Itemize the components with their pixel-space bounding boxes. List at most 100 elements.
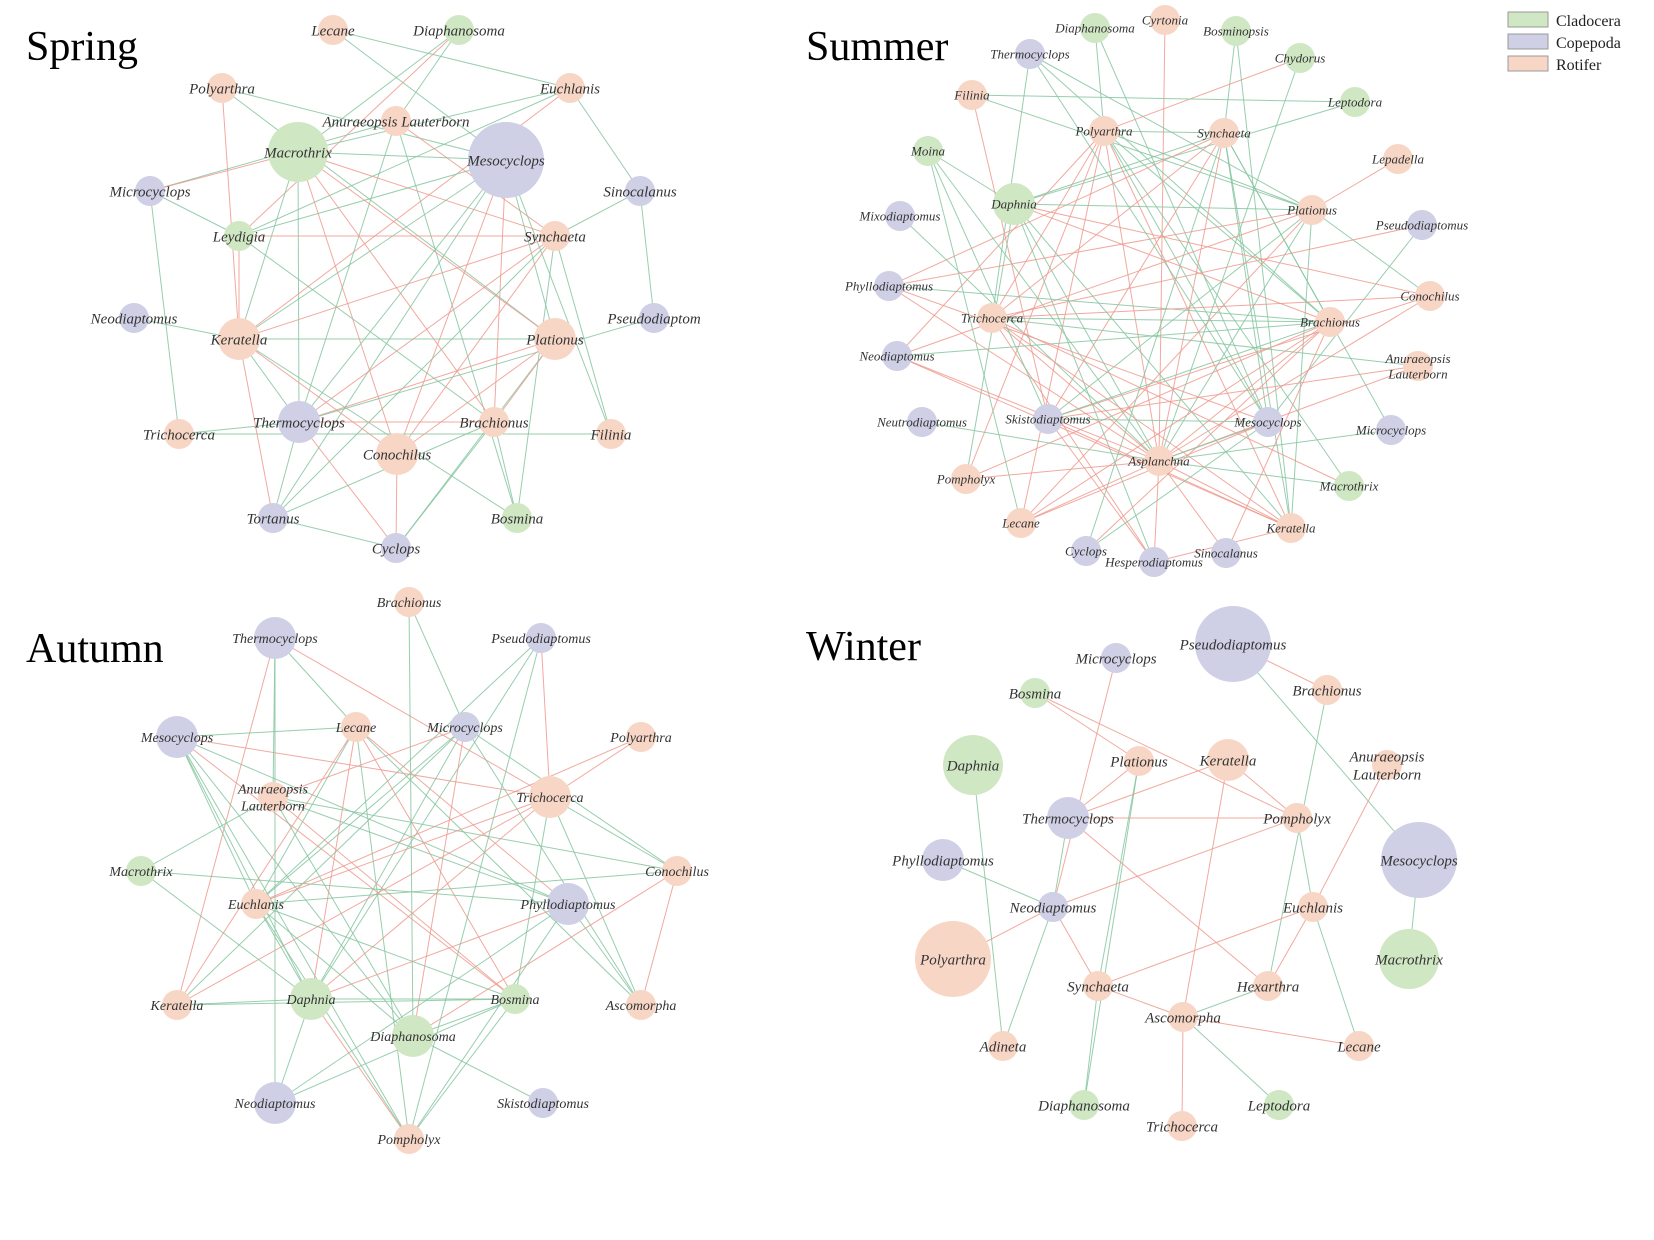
spring-edge-brachionus-bosmina — [493, 421, 518, 519]
spring-panel-title: Spring — [26, 24, 138, 70]
winter-node-synchaeta — [1083, 971, 1113, 1001]
legend-label-copepoda: Copepoda — [1556, 35, 1621, 52]
spring-edge-macrothrix-plationus — [297, 151, 556, 340]
spring-edge-plationus-thermocyclops — [298, 338, 556, 423]
summer-edge-plationus-neodiaptomus — [896, 209, 1313, 357]
winter-node-plationus — [1124, 746, 1154, 776]
autumn-node-neodiaptomus — [254, 1082, 296, 1124]
spring-edge-macrothrix-conochilus — [297, 151, 398, 455]
summer-node-cyclops — [1071, 536, 1101, 566]
summer-edge-plationus-conochilus — [1311, 209, 1431, 297]
summer-edge-brachionus-asplanchna — [1158, 321, 1331, 462]
winter-node-pompholyx — [1282, 803, 1312, 833]
spring-edge-polyarthra-keratella — [221, 87, 240, 340]
winter-node-mesocyclops — [1381, 822, 1457, 898]
winter-node-adineta — [988, 1031, 1018, 1061]
spring-edge-euchlanis-leydigia — [238, 87, 571, 237]
legend-swatch-rotifer — [1507, 55, 1549, 72]
autumn-edge-brachionus-diaphanosoma — [408, 601, 414, 1037]
autumn-node-euchlanis — [241, 889, 271, 919]
summer-edge-diaphanosoma-mesocyclops — [1094, 27, 1269, 423]
autumn-edge-mesocyclops-lecane — [176, 726, 357, 738]
summer-label-sinocalanus: Sinocalanus — [1194, 546, 1258, 561]
summer-edge-trichocerca-keratella — [991, 317, 1292, 529]
legend: Cladocera Copepoda Rotifer — [1507, 11, 1621, 74]
autumn-edge-pseudodiaptomus-daphnia — [310, 637, 542, 1000]
autumn-edge-anuraeopsis-phyllodiaptomus — [272, 796, 569, 905]
autumn-node-brachionus — [394, 587, 424, 617]
autumn-label-pseudodiaptomus: Pseudodiaptomus — [490, 632, 591, 647]
winter-edge-keratella-ascomorpha — [1182, 759, 1229, 1018]
winter-panel-title: Winter — [806, 624, 921, 670]
summer-edge-plationus-phyllodiaptomus — [888, 209, 1313, 287]
summer-edge-polyarthra-neodiaptomus — [896, 130, 1105, 357]
autumn-edge-diaphanosoma-skistodiaptomus — [412, 1035, 544, 1104]
autumn-label-trichocerca: Trichocerca — [516, 791, 583, 806]
summer-node-daphnia — [993, 183, 1035, 225]
summer-edge-synchaeta-phyllodiaptomus — [888, 132, 1225, 287]
spring-node-anuraeopsis — [381, 106, 411, 136]
winter-label-pseudodiaptomus: Pseudodiaptomus — [1179, 637, 1287, 653]
winter-edge-ascomorpha-synchaeta — [1097, 985, 1184, 1018]
summer-node-plationus — [1297, 195, 1327, 225]
summer-edge-cyclops-mesocyclops — [1085, 421, 1269, 552]
summer-edge-filinia-plationus — [971, 94, 1313, 211]
autumn-node-diaphanosoma — [392, 1015, 434, 1057]
summer-edge-plationus-keratella — [1290, 209, 1313, 529]
autumn-edge-phyllodiaptomus-daphnia — [310, 903, 569, 1000]
autumn-label-euchlanis: Euchlanis — [227, 898, 285, 913]
summer-edge-sinocalanus-brachionus — [1225, 321, 1331, 554]
autumn-edge-trichocerca-conochilus — [549, 796, 678, 872]
summer-node-lecane — [1006, 508, 1036, 538]
summer-edge-trichocerca-brachionus — [991, 317, 1331, 323]
spring-node-leydigia — [224, 221, 254, 251]
summer-edge-polyarthra-pompholyx — [965, 130, 1105, 480]
winter-edge-brachionus-hexarthra — [1267, 689, 1328, 987]
spring-node-lecane — [318, 15, 348, 45]
spring-label-neodiaptomus: Neodiaptomus — [90, 311, 178, 327]
summer-edge-polyarthra-macrothrix — [1103, 130, 1350, 487]
autumn-edge-mesocyclops-pompholyx — [176, 736, 410, 1140]
spring-edge-synchaeta-keratella — [238, 235, 556, 340]
spring-edge-keratella-bosmina — [238, 338, 518, 519]
summer-labels: DiaphanosomaCyrtoniaBosminopsisThermocyc… — [844, 13, 1468, 570]
autumn-edge-trichocerca-ascomorpha — [549, 796, 642, 1006]
spring-edge-diaphanosoma-anuraeopsis — [395, 29, 460, 122]
autumn-edge-conochilus-diaphanosoma — [412, 870, 678, 1037]
summer-node-asplanchna — [1144, 446, 1174, 476]
winter-label-polyarthra: Polyarthra — [919, 952, 986, 968]
autumn-edge-microcyclops-euchlanis — [255, 726, 466, 905]
spring-node-microcyclops — [135, 176, 165, 206]
spring-edge-thermocyclops-cyclops — [298, 421, 397, 549]
summer-node-mesocyclops — [1253, 407, 1283, 437]
summer-node-leptodora — [1340, 87, 1370, 117]
summer-edge-phyllodiaptomus-brachionus — [888, 285, 1331, 323]
autumn-edge-thermocyclops-trichocerca — [274, 637, 551, 798]
spring-edge-mesocyclops-leydigia — [238, 159, 507, 237]
autumn-edge-brachionus-microcyclops — [408, 601, 466, 728]
winter-label-synchaeta: Synchaeta — [1067, 979, 1129, 995]
autumn-node-lecane — [341, 712, 371, 742]
autumn-node-mesocyclops — [156, 716, 198, 758]
summer-edge-bosminopsis-keratella — [1235, 30, 1292, 529]
autumn-edge-microcyclops-conochilus — [464, 726, 678, 872]
summer-panel-title: Summer — [806, 24, 948, 70]
winter-edge-synchaeta-diaphanosoma — [1083, 985, 1099, 1106]
spring-edge-euchlanis-sinocalanus — [569, 87, 641, 192]
winter-edge-pompholyx-euchlanis — [1296, 817, 1314, 908]
autumn-edge-conochilus-ascomorpha — [640, 870, 678, 1006]
summer-node-microcyclops — [1376, 415, 1406, 445]
autumn-node-pompholyx — [394, 1124, 424, 1154]
spring-edge-cyclops-tortanus — [272, 517, 397, 549]
winter-label-lecane: Lecane — [1336, 1039, 1381, 1055]
winter-edge-euchlanis-synchaeta — [1097, 906, 1314, 987]
winter-edge-anuraeopsis-euchlanis — [1312, 764, 1388, 908]
winter-label-plationus: Plationus — [1109, 754, 1168, 770]
autumn-nodes — [126, 587, 692, 1154]
summer-label-keratella: Keratella — [1265, 521, 1316, 536]
autumn-label-thermocyclops: Thermocyclops — [232, 632, 318, 647]
